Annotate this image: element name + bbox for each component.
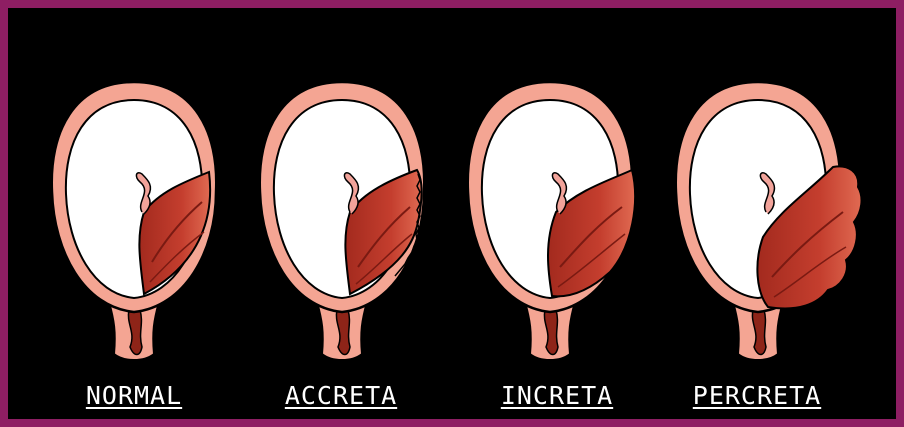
label-percreta: PERCRETA [657, 381, 857, 410]
uterus-normal-icon [44, 62, 224, 372]
label-increta: INCRETA [457, 381, 657, 410]
uterus-accreta-icon [252, 62, 432, 372]
uterus-percreta-icon [668, 62, 848, 372]
label-normal: NORMAL [34, 381, 234, 410]
label-accreta: ACCRETA [241, 381, 441, 410]
uterus-increta-icon [460, 62, 640, 372]
